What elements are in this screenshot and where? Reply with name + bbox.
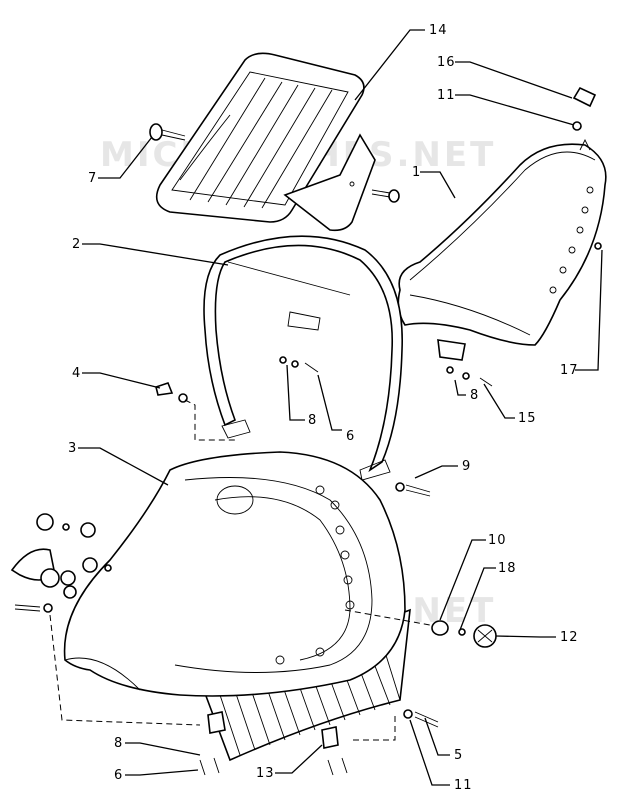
callout-6-bottom: 6 [114,768,123,783]
callout-17: 17 [560,363,579,378]
callout-11-top: 11 [437,88,456,103]
callout-5: 5 [454,748,463,763]
callout-14: 14 [429,23,448,38]
passenger-seat-part [397,138,607,361]
right-hardware [155,86,602,776]
luggage-rack-part [155,52,376,232]
callout-6-mid: 6 [346,429,355,444]
callout-labels: 14 16 11 1 7 2 4 3 8 6 8 15 17 9 10 18 1… [68,23,579,793]
callout-1: 1 [412,165,421,180]
callout-4: 4 [72,366,81,381]
left-hardware [10,513,112,613]
seat-skirt-fluting [214,635,401,756]
callout-16: 16 [437,55,456,70]
rack-bolt [371,189,400,203]
callout-2: 2 [72,237,81,252]
leader-lines [78,29,603,786]
callout-8-mid: 8 [308,413,317,428]
main-seat-part [63,451,411,762]
callout-8-bottom: 8 [114,736,123,751]
callout-13: 13 [256,766,275,781]
bolt-part-7 [149,123,186,141]
callout-15: 15 [518,411,537,426]
callout-3: 3 [68,441,77,456]
callout-18: 18 [498,561,517,576]
callout-9: 9 [462,459,471,474]
callout-10: 10 [488,533,507,548]
callout-7: 7 [88,171,97,186]
callout-12: 12 [560,630,579,645]
callout-11-bottom: 11 [454,778,473,793]
callout-8-right: 8 [470,388,479,403]
assembly-lines [49,399,431,741]
grab-rail-part [203,235,403,481]
